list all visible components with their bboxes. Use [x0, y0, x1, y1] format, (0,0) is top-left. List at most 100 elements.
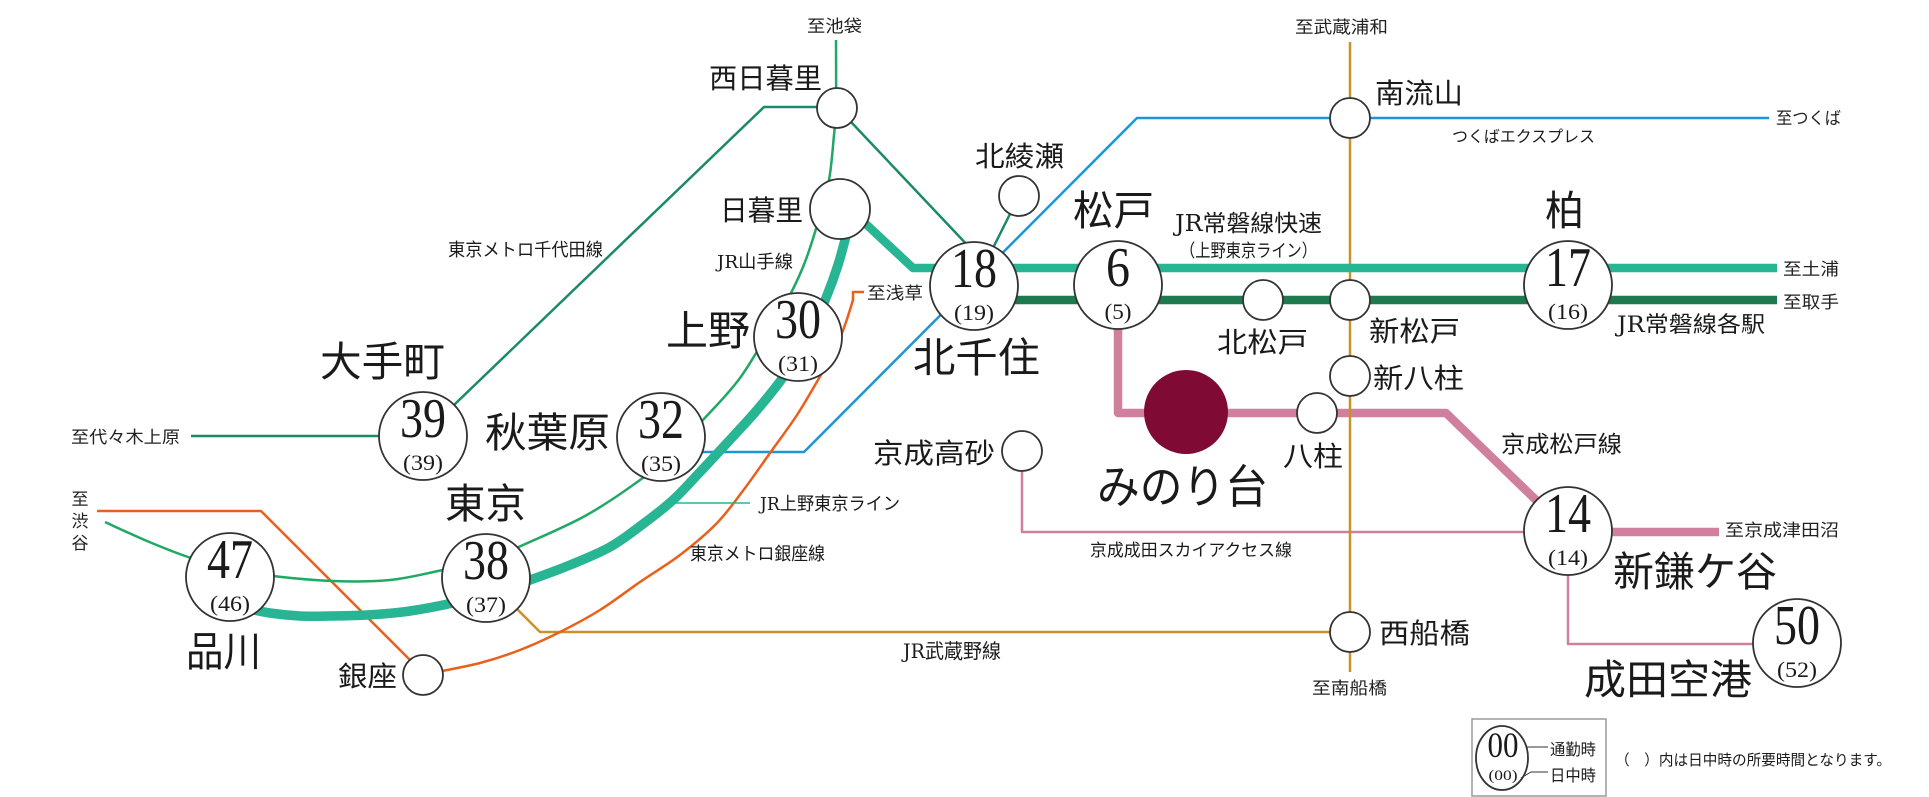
station-circle [185, 532, 275, 622]
station-circle [402, 654, 444, 696]
commute-time: 17 [1545, 237, 1591, 299]
legend-daytime-label: 日中時 [1550, 766, 1596, 785]
label-sky-access-line: 京成成田スカイアクセス線 [1090, 541, 1292, 561]
station-name: 南流山 [1375, 77, 1463, 110]
daytime-time: (19) [954, 300, 994, 325]
station-shin-yabashira: 新八柱 [1329, 355, 1464, 397]
legend: 00 (00) 通勤時 日中時 （ ）内は日中時の所要時間となります。 [1471, 718, 1891, 797]
station-minami-nagareyama: 南流山 [1329, 77, 1463, 139]
label-keisei-matsudo-line: 京成松戸線 [1501, 432, 1622, 458]
daytime-time: (31) [778, 351, 818, 376]
station-circle [816, 87, 858, 129]
legend-note: （ ）内は日中時の所要時間となります。 [1615, 751, 1891, 769]
destination-toride: 至取手 [1783, 293, 1839, 313]
station-circle [1242, 279, 1284, 321]
commute-time: 38 [463, 530, 509, 592]
station-narita-airport: 50 (52) 成田空港 [1584, 595, 1842, 704]
destination-shibuya-vertical: 至 渋 谷 [72, 490, 89, 554]
daytime-time: (46) [210, 591, 250, 616]
station-otemachi: 39 (39) 大手町 [320, 338, 468, 481]
station-circle [1296, 392, 1338, 434]
daytime-time: (35) [641, 451, 681, 476]
station-circle [1073, 240, 1163, 330]
station-name: 北綾瀬 [975, 140, 1064, 173]
commute-time: 32 [638, 389, 684, 451]
legend-daytime-pointer [1520, 771, 1548, 779]
station-name: 京成高砂 [873, 437, 995, 470]
destination-labels: 至池袋 至武蔵浦和 至つくば 至土浦 至取手 至京成津田沼 至南船橋 至代々木上… [71, 17, 1841, 699]
home-station-marker [1144, 370, 1228, 454]
line-labels: 東京メトロ千代田線 JR山手線 JR常磐線快速 （上野東京ライン） つくばエクス… [448, 127, 1765, 663]
station-nippori: 日暮里 [720, 178, 871, 240]
station-name: 柏 [1545, 187, 1584, 235]
station-circle [1329, 355, 1371, 397]
label-joban-rapid-line: JR常磐線快速 [1173, 211, 1322, 237]
destination-shibuya-char: 谷 [72, 534, 89, 554]
ginza-line-asakusa-stub [851, 290, 864, 301]
destination-tsuchiura: 至土浦 [1783, 260, 1839, 280]
destination-keisei-tsudanuma: 至京成津田沼 [1725, 521, 1839, 541]
station-circle [1001, 430, 1043, 472]
station-name: 松戸 [1073, 187, 1154, 235]
home-station-name: みのり台 [1097, 460, 1268, 514]
station-kita-ayase: 北綾瀬 [975, 140, 1064, 217]
station-circle [753, 292, 843, 382]
station-yabashira: 八柱 [1283, 392, 1343, 473]
station-circle [378, 391, 468, 481]
destination-minami-funabashi: 至南船橋 [1312, 679, 1387, 699]
station-circle [809, 178, 871, 240]
station-name: 成田空港 [1584, 656, 1752, 704]
station-circle [1329, 97, 1371, 139]
station-ginza: 銀座 [338, 654, 444, 696]
home-station-minoridai: みのり台 [1097, 370, 1268, 514]
station-kashiwa: 17 (16) 柏 [1523, 187, 1613, 330]
station-circle [1523, 240, 1613, 330]
station-ueno: 30 (31) 上野 [666, 289, 843, 382]
station-name: 北千住 [913, 334, 1040, 382]
station-nishi-funabashi: 西船橋 [1329, 611, 1470, 653]
station-name: 八柱 [1283, 440, 1343, 473]
daytime-time: (14) [1548, 545, 1588, 570]
station-name: 新松戸 [1369, 315, 1460, 348]
label-ueno-tokyo-line: JR上野東京ライン [758, 494, 900, 515]
station-name: 東京 [445, 480, 526, 528]
station-circle [1329, 279, 1371, 321]
joban-rapid-line [849, 207, 1777, 273]
destination-musashi-urawa: 至武蔵浦和 [1295, 18, 1388, 38]
daytime-time: (5) [1105, 299, 1132, 324]
station-name: 西船橋 [1379, 617, 1470, 650]
major-stations-layer: 39 (39) 大手町 32 (35) 秋葉原 30 (31) 上野 18 (1… [185, 187, 1842, 704]
destination-asakusa: 至浅草 [867, 284, 923, 304]
commute-time: 47 [207, 529, 253, 591]
station-name: 品川 [186, 628, 261, 676]
commute-time: 39 [400, 388, 446, 450]
label-yamanote-line: JR山手線 [715, 252, 793, 273]
station-kita-matsudo: 北松戸 [1217, 279, 1308, 359]
legend-station-circle [1475, 725, 1529, 791]
station-name: 西日暮里 [709, 62, 822, 95]
commute-time: 50 [1774, 595, 1820, 657]
station-name: 秋葉原 [485, 409, 610, 457]
station-name: 上野 [666, 307, 750, 355]
legend-daytime-sample: (00) [1489, 768, 1518, 784]
station-name: 新鎌ケ谷 [1613, 548, 1777, 596]
label-ginza-line: 東京メトロ銀座線 [690, 544, 825, 565]
destination-shibuya-char: 至 [72, 490, 89, 510]
station-name: 銀座 [338, 660, 397, 693]
station-shinagawa: 47 (46) 品川 [185, 529, 275, 676]
label-joban-local-line: JR常磐線各駅 [1615, 313, 1765, 338]
station-circle [1329, 611, 1371, 653]
commute-time: 6 [1106, 237, 1130, 299]
station-tokyo: 38 (37) 東京 [441, 480, 531, 623]
station-matsudo: 6 (5) 松戸 [1073, 187, 1163, 330]
musashino-line-tokyo [509, 601, 1350, 634]
label-chiyoda-line: 東京メトロ千代田線 [448, 240, 603, 261]
station-circle [1752, 598, 1842, 688]
station-shin-matsudo: 新松戸 [1329, 279, 1460, 348]
destination-ikebukuro: 至池袋 [807, 17, 862, 37]
daytime-time: (39) [403, 450, 443, 475]
commute-time: 30 [775, 289, 821, 351]
station-shin-kamagaya: 14 (14) 新鎌ケ谷 [1523, 483, 1777, 596]
destination-tsukuba: 至つくば [1776, 109, 1841, 129]
